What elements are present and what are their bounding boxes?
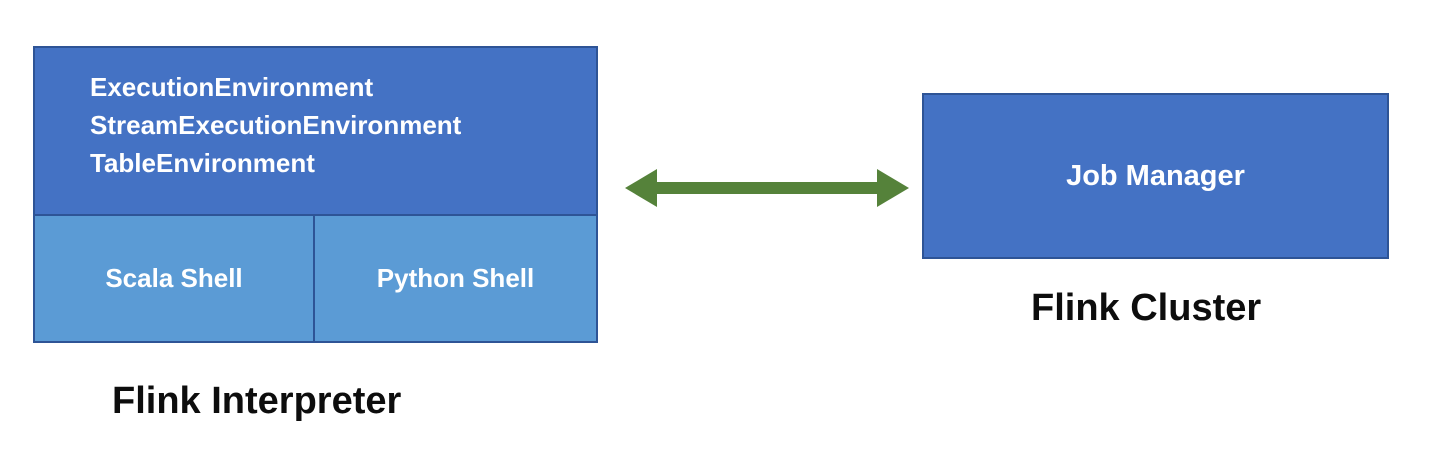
environment-name-stream-execution: StreamExecutionEnvironment (90, 110, 462, 140)
python-shell-box: Python Shell (315, 216, 596, 341)
flink-interpreter-label: Flink Interpreter (112, 380, 402, 422)
python-shell-label: Python Shell (376, 263, 535, 293)
bidirectional-arrow (625, 169, 909, 207)
shells-row: Scala Shell Python Shell (35, 216, 596, 341)
flink-interpreter-box: ExecutionEnvironment StreamExecutionEnvi… (33, 46, 598, 343)
execution-environments-section: ExecutionEnvironment StreamExecutionEnvi… (35, 48, 596, 216)
job-manager-label: Job Manager (1066, 159, 1245, 192)
scala-shell-label: Scala Shell (105, 263, 243, 293)
job-manager-box: Job Manager (922, 93, 1389, 259)
environment-name-execution: ExecutionEnvironment (90, 72, 374, 102)
environment-name-table: TableEnvironment (90, 148, 315, 178)
double-arrow-shape (625, 169, 909, 207)
flink-cluster-label: Flink Cluster (1031, 287, 1262, 329)
scala-shell-box: Scala Shell (35, 216, 315, 341)
